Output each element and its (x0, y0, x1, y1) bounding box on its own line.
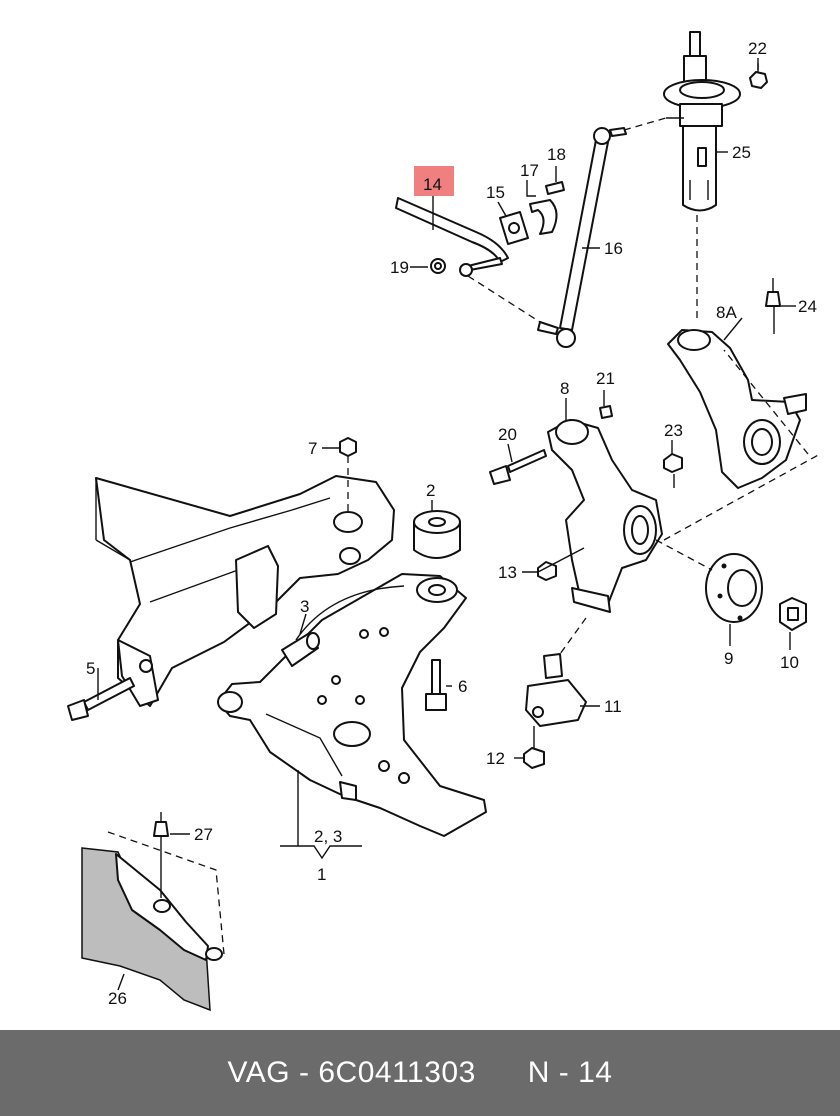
coupling-rod (537, 117, 667, 348)
callout-24: 24 (798, 297, 817, 316)
callout-13: 13 (498, 563, 517, 582)
bolt-6 (425, 659, 447, 711)
callout-19: 19 (390, 258, 409, 277)
footer-brand-part: VAG - 6C0411303 (228, 1056, 476, 1090)
nut-19 (430, 258, 446, 274)
callout-8a: 8A (716, 303, 737, 322)
callout-20: 20 (498, 425, 517, 444)
callout-12: 12 (486, 749, 505, 768)
bolt-27 (153, 812, 169, 898)
callout-23: 23 (664, 421, 683, 440)
stabilizer-bar (395, 197, 541, 323)
nut-13 (537, 561, 557, 581)
callout-11: 11 (604, 697, 622, 716)
callout-15: 15 (486, 183, 505, 202)
hub-bolt-10 (779, 597, 807, 631)
callout-17: 17 (520, 161, 539, 180)
callout-labels: 14 15 17 18 19 16 22 25 8A 24 8 21 23 20… (86, 39, 817, 1008)
callout-27: 27 (194, 825, 213, 844)
bolt-20 (489, 449, 547, 485)
callout-2: 2 (426, 481, 435, 500)
bolt-24 (765, 278, 781, 307)
wheel-bearing-housing-8 (547, 349, 821, 613)
footer-brand: VAG (227, 1056, 291, 1089)
callout-5: 5 (86, 659, 95, 678)
callout-1: 1 (317, 865, 326, 884)
callout-2-3: 2, 3 (314, 827, 342, 846)
footer-separator: - (299, 1056, 310, 1089)
highlight-box (414, 166, 454, 196)
callout-3: 3 (300, 597, 309, 616)
nut-12 (523, 726, 545, 769)
bolt-7 (339, 437, 357, 512)
bush-2 (413, 510, 461, 559)
callout-22: 22 (748, 39, 767, 58)
nut-23 (663, 453, 683, 488)
stabilizer-bush-clamp (499, 180, 565, 245)
callout-21: 21 (596, 369, 615, 388)
parts-diagram: 14 15 17 18 19 16 22 25 8A 24 8 21 23 20… (67, 31, 821, 1012)
bolt-5 (67, 677, 135, 721)
footer-page: N - 14 (527, 1056, 613, 1089)
bracket-26 (81, 831, 225, 1012)
sleeve-3 (281, 632, 320, 667)
leader-lines (97, 58, 796, 991)
shock-absorber-strut (663, 31, 741, 320)
callout-18: 18 (547, 145, 566, 164)
wheel-hub (655, 539, 763, 623)
footer-bar: VAG - 6C0411303 N - 14 (0, 1030, 840, 1116)
callout-14: 14 (423, 175, 442, 194)
footer-part-number: 6C0411303 (318, 1056, 476, 1089)
callout-26: 26 (108, 989, 127, 1008)
control-arm (217, 573, 487, 837)
callout-7: 7 (308, 439, 317, 458)
wheel-bearing-housing-8a (667, 304, 807, 489)
callout-8: 8 (560, 379, 569, 398)
ball-joint (525, 617, 587, 727)
callout-10: 10 (780, 653, 799, 672)
callout-25: 25 (732, 143, 751, 162)
callout-6: 6 (458, 677, 467, 696)
callout-9: 9 (724, 649, 733, 668)
callout-16: 16 (604, 239, 623, 258)
subframe (95, 475, 395, 707)
